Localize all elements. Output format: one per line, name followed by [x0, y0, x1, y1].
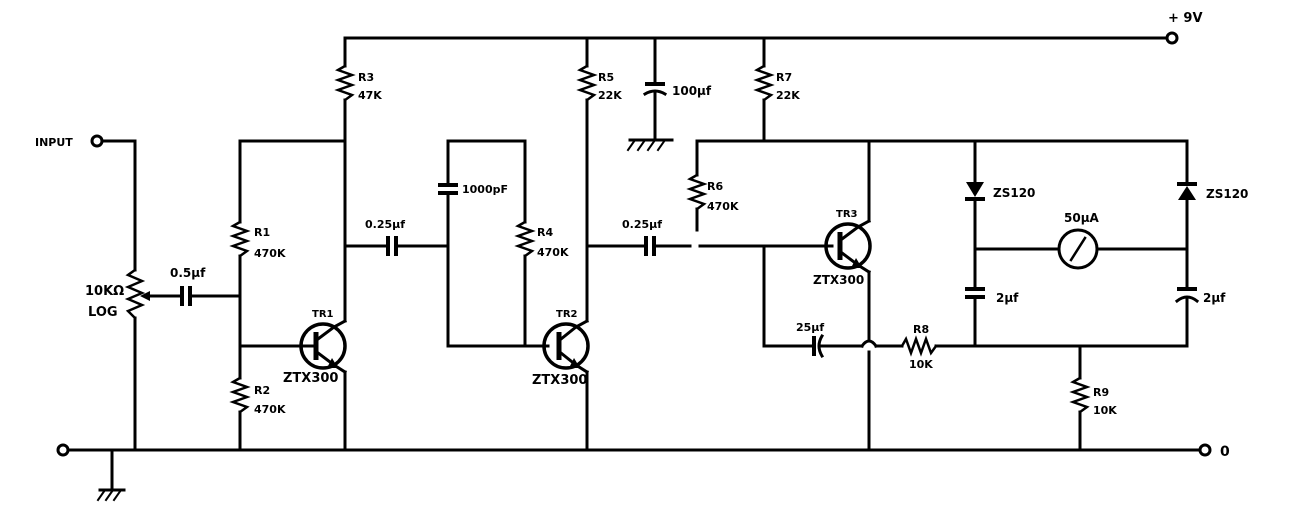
tr2-type: ZTX300 [532, 373, 587, 388]
r7-name: R7 [776, 71, 792, 84]
r4-value: 470K [537, 246, 569, 259]
r1-value: 470K [254, 247, 286, 260]
capacitor-c1 [180, 286, 242, 306]
stage2-feedback-network [438, 139, 550, 348]
input-terminal [90, 134, 137, 452]
transistor-tr1 [299, 318, 348, 452]
r7-value: 22K [776, 89, 800, 102]
chassis-ground-symbol [96, 448, 126, 502]
r2-name: R2 [254, 384, 270, 397]
chassis-ground-symbol-c5 [626, 98, 674, 152]
tr1-name: TR1 [312, 309, 334, 320]
diode-d2 [1177, 139, 1197, 289]
r9-name: R9 [1093, 386, 1109, 399]
pot-taper: LOG [88, 305, 118, 320]
ground-rail [56, 443, 1212, 457]
diode-d1 [965, 139, 985, 289]
c3-value: 1000pF [462, 183, 508, 196]
r1-name: R1 [254, 226, 270, 239]
label-positive-supply: + 9V [1168, 11, 1203, 26]
d1-value: ZS120 [993, 186, 1035, 200]
resistor-r8 [900, 335, 1189, 357]
tr1-base-bias-network [229, 139, 347, 452]
r3-value: 47K [358, 89, 382, 102]
c5-value: 100µf [672, 84, 712, 98]
tr3-name: TR3 [836, 209, 858, 220]
r8-value: 10K [909, 358, 933, 371]
transistor-tr2 [542, 318, 590, 452]
c6-value: 25µf [796, 321, 824, 334]
pot-value: 10KΩ [85, 284, 124, 299]
r9-value: 10K [1093, 404, 1117, 417]
c7-value: 2µf [996, 291, 1019, 305]
r2-value: 470K [254, 403, 286, 416]
volume-potentiometer [124, 268, 182, 320]
d2-value: ZS120 [1206, 187, 1248, 201]
r5-value: 22K [598, 89, 622, 102]
capacitor-c7 [965, 287, 985, 348]
resistor-r9 [1069, 344, 1091, 452]
r4-name: R4 [537, 226, 553, 239]
tr3-type: ZTX300 [813, 273, 864, 287]
c1-value: 0.5µf [170, 266, 206, 280]
c2-value: 0.25µf [365, 218, 405, 231]
r5-name: R5 [598, 71, 614, 84]
resistor-r7 [695, 36, 1189, 143]
c4-value: 0.25µf [622, 218, 662, 231]
capacitor-c4 [585, 236, 834, 256]
c8-value: 2µf [1203, 291, 1226, 305]
resistor-r6 [686, 139, 708, 232]
resistor-r3 [334, 36, 356, 323]
r8-name: R8 [913, 323, 929, 336]
label-input: INPUT [35, 136, 73, 149]
capacitor-c8 [1174, 287, 1200, 348]
tr2-name: TR2 [556, 309, 578, 320]
r6-name: R6 [707, 180, 723, 193]
meter-value: 50µA [1064, 211, 1100, 225]
transistor-tr3 [824, 139, 872, 452]
positive-supply-rail [343, 31, 1179, 45]
capacitor-c5 [642, 36, 668, 102]
meter-50ua [973, 228, 1189, 270]
r6-value: 470K [707, 200, 739, 213]
capacitor-c2 [343, 236, 450, 256]
r3-name: R3 [358, 71, 374, 84]
label-zero-rail: 0 [1220, 444, 1230, 460]
tr1-type: ZTX300 [283, 371, 338, 386]
capacitor-c6 [762, 244, 904, 359]
resistor-r5 [576, 36, 598, 323]
